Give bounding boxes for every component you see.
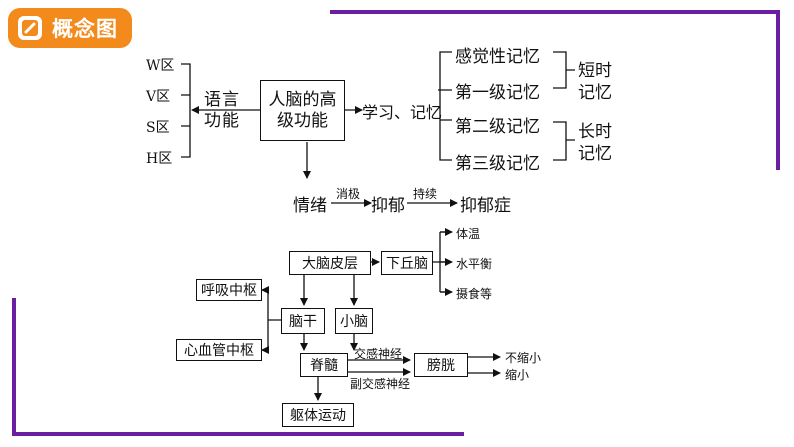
- frame-top-line: [330, 10, 780, 14]
- respiratory-center-box: 呼吸中枢: [196, 279, 262, 301]
- hypothalamus-box: 下丘脑: [381, 251, 433, 275]
- section-title: 概念图: [52, 17, 118, 41]
- bladder-not-shrink-label: 不缩小: [505, 351, 542, 365]
- memory-stage-third: 第三级记忆: [455, 154, 540, 174]
- frame-right-line: [776, 10, 780, 170]
- depressed-label: 抑郁: [371, 196, 405, 216]
- language-function-label: 语言功能: [204, 90, 240, 131]
- spinal-cord-box: 脊髓: [300, 353, 348, 377]
- learning-memory-label: 学习、记忆: [362, 103, 443, 122]
- negative-label: 消极: [336, 187, 361, 201]
- persistent-label: 持续: [413, 187, 438, 201]
- edit-icon: [18, 16, 42, 40]
- short-term-memory-label: 短时记忆: [578, 61, 612, 103]
- body-movement-box: 躯体运动: [282, 403, 354, 427]
- language-area-w: W区: [146, 58, 175, 74]
- language-area-h: H区: [146, 151, 173, 167]
- long-term-memory-label: 长时记忆: [578, 122, 612, 164]
- language-area-v: V区: [146, 89, 171, 105]
- memory-stage-second: 第二级记忆: [455, 117, 540, 137]
- cerebellum-box: 小脑: [335, 308, 373, 334]
- hypothalamus-function-feeding: 摄食等: [456, 287, 493, 301]
- hypothalamus-function-temperature: 体温: [456, 227, 481, 241]
- brainstem-box: 脑干: [281, 308, 325, 334]
- emotion-label: 情绪: [293, 196, 327, 216]
- cerebral-cortex-box: 大脑皮层: [289, 251, 371, 275]
- memory-stage-first: 第一级记忆: [455, 83, 540, 103]
- sympathetic-nerve-label: 交感神经: [354, 347, 403, 361]
- frame-bottom-line: [12, 432, 464, 436]
- section-badge: 概念图: [8, 8, 132, 48]
- higher-brain-function-box: 人脑的高级功能: [260, 80, 345, 141]
- language-area-s: S区: [146, 120, 170, 136]
- cardiovascular-center-box: 心血管中枢: [176, 339, 262, 361]
- hypothalamus-function-water: 水平衡: [456, 257, 493, 271]
- frame-left-line: [12, 298, 16, 436]
- depression-label: 抑郁症: [460, 196, 511, 216]
- parasympathetic-nerve-label: 副交感神经: [350, 377, 411, 391]
- bladder-box: 膀胱: [414, 353, 468, 377]
- memory-stage-sensory: 感觉性记忆: [455, 47, 540, 67]
- bladder-shrink-label: 缩小: [505, 368, 530, 382]
